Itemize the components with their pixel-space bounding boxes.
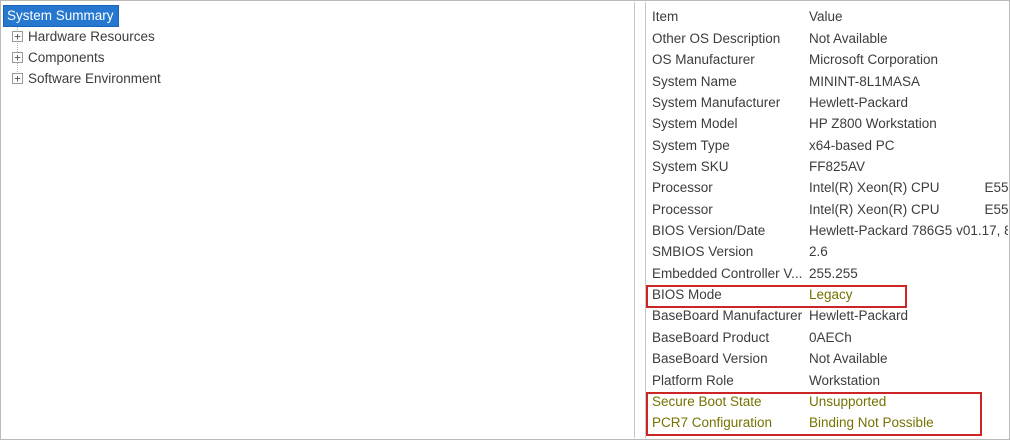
expand-plus-icon[interactable]: +: [12, 52, 23, 63]
table-row[interactable]: Processor Intel(R) Xeon(R) CPU E5506: [652, 199, 1008, 220]
table-row[interactable]: System SKU FF825AV: [652, 156, 1008, 177]
row-value-cell: Legacy: [809, 287, 853, 303]
row-item-cell: Other OS Description: [652, 31, 781, 46]
row-item-cell: Embedded Controller V...: [652, 265, 803, 281]
row-value-cell: Hewlett-Packard: [809, 95, 909, 111]
tree-item-label: Components: [28, 50, 105, 65]
table-row[interactable]: SMBIOS Version 2.6: [652, 241, 1008, 262]
row-item-cell: System SKU: [652, 159, 729, 175]
row-item-cell: PCR7 Configuration: [652, 415, 773, 431]
expand-plus-icon[interactable]: +: [12, 73, 23, 84]
table-row[interactable]: OS Manufacturer Microsoft Corporation: [652, 49, 1008, 70]
column-header-item[interactable]: Item: [652, 9, 679, 24]
table-row[interactable]: System Manufacturer Hewlett-Packard: [652, 92, 1008, 113]
table-row[interactable]: Platform Role Workstation: [652, 370, 1008, 391]
row-value-cell: Hewlett-Packard: [809, 308, 909, 324]
table-row[interactable]: BIOS Mode Legacy: [652, 284, 1008, 305]
details-header-row: Item Value: [652, 6, 1008, 28]
column-header-value[interactable]: Value: [809, 9, 843, 24]
table-row[interactable]: Secure Boot State Unsupported: [652, 391, 1008, 412]
tree-connector-line: [17, 26, 18, 76]
tree-item-system-summary[interactable]: System Summary: [2, 4, 634, 27]
table-row[interactable]: BIOS Version/Date Hewlett-Packard 786G5 v…: [652, 220, 1008, 241]
table-row[interactable]: Processor Intel(R) Xeon(R) CPU E5506: [652, 177, 1008, 198]
row-item-cell: SMBIOS Version: [652, 244, 754, 260]
row-item-cell: System Manufacturer: [652, 95, 781, 111]
table-row[interactable]: System Type x64-based PC: [652, 135, 1008, 156]
table-row[interactable]: System Name MININT-8L1MASA: [652, 71, 1008, 92]
row-value-cell: 255.255: [809, 265, 858, 281]
row-item-cell: System Model: [652, 116, 738, 132]
row-value-cell: Hewlett-Packard 786G5 v01.17, 8/: [809, 223, 1008, 239]
row-value-cell: Intel(R) Xeon(R) CPU E5506: [809, 201, 1008, 217]
row-value-cell: Intel(R) Xeon(R) CPU E5506: [809, 180, 1008, 196]
row-item-cell: BIOS Version/Date: [652, 223, 766, 239]
row-value-cell: Unsupported: [809, 393, 887, 409]
tree-item-hardware-resources[interactable]: + Hardware Resources: [2, 26, 634, 47]
row-item-cell: System Name: [652, 73, 737, 89]
tree-item-components[interactable]: + Components: [2, 47, 634, 68]
row-item-cell: BaseBoard Manufacturer: [652, 308, 803, 324]
row-value-cell: Binding Not Possible: [809, 415, 934, 431]
tree-item-label: System Summary: [3, 4, 119, 27]
table-row[interactable]: BaseBoard Version Not Available: [652, 348, 1008, 369]
row-item-cell: Secure Boot State: [652, 393, 762, 409]
row-item-cell: BIOS Mode: [652, 287, 722, 303]
row-item-cell: Processor: [652, 201, 713, 217]
table-row[interactable]: Embedded Controller V... 255.255: [652, 263, 1008, 284]
row-item-cell: OS Manufacturer: [652, 52, 755, 68]
row-value-cell: Workstation: [809, 372, 881, 388]
row-value-cell: Not Available: [809, 351, 888, 367]
row-value-cell: MININT-8L1MASA: [809, 73, 921, 89]
table-row[interactable]: System Model HP Z800 Workstation: [652, 113, 1008, 134]
row-item-cell: BaseBoard Product: [652, 329, 770, 345]
category-tree-pane: System Summary + Hardware Resources + Co…: [2, 2, 635, 438]
row-value-cell: 2.6: [809, 244, 828, 260]
table-row[interactable]: PCR7 Configuration Binding Not Possible: [652, 412, 1008, 433]
row-value-cell: Not Available: [809, 31, 888, 46]
row-value-cell: FF825AV: [809, 159, 866, 175]
row-item-cell: BaseBoard Version: [652, 351, 768, 367]
row-item-cell: Processor: [652, 180, 713, 196]
tree-item-label: Software Environment: [28, 71, 161, 86]
row-value-cell: x64-based PC: [809, 137, 895, 153]
row-value-cell: 0AECh: [809, 329, 852, 345]
row-value-cell: HP Z800 Workstation: [809, 116, 937, 132]
row-item-cell: System Type: [652, 137, 730, 153]
expand-plus-icon[interactable]: +: [12, 31, 23, 42]
tree-item-label: Hardware Resources: [28, 29, 155, 44]
row-value-cell: Microsoft Corporation: [809, 52, 939, 68]
table-row[interactable]: BaseBoard Manufacturer Hewlett-Packard: [652, 305, 1008, 326]
tree-item-software-environment[interactable]: + Software Environment: [2, 68, 634, 89]
table-row[interactable]: Other OS Description Not Available: [652, 28, 1008, 49]
table-row[interactable]: BaseBoard Product 0AECh: [652, 327, 1008, 348]
row-item-cell: Platform Role: [652, 372, 734, 388]
